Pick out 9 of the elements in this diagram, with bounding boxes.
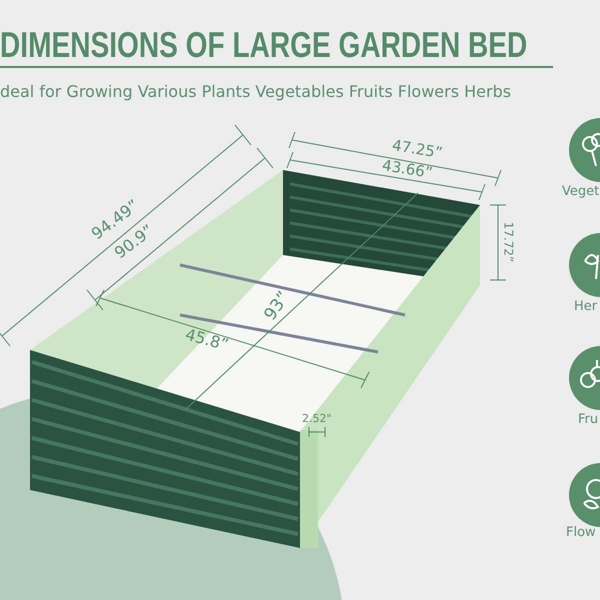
category-label: Veget	[562, 184, 600, 199]
category-label: Flow	[566, 525, 596, 540]
dimension-label: 2.52"	[302, 412, 332, 425]
dimension-label: 45.8”	[183, 324, 231, 354]
category-label: Her	[574, 299, 598, 314]
title: DIMENSIONS OF LARGE GARDEN BED	[0, 24, 528, 66]
subtitle: deal for Growing Various Plants Vegetables Fruits Flowers Herbs	[0, 82, 512, 101]
category-label: Fru	[578, 412, 598, 427]
dimension-label: 17.72”	[501, 222, 516, 262]
